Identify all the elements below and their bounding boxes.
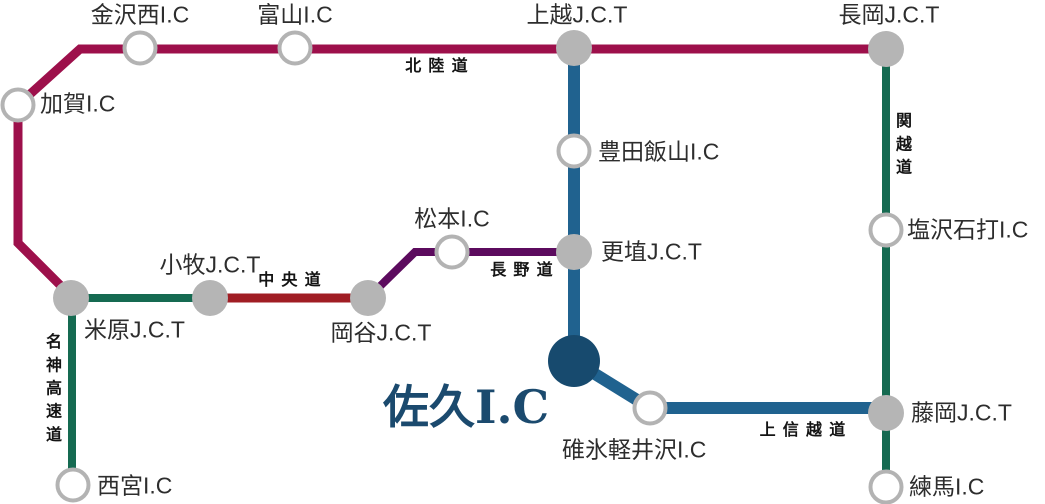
node-matsumoto: [434, 234, 470, 270]
label-fujioka-jct: 藤岡J.C.T: [911, 399, 1012, 426]
node-koshoku-jct: [556, 234, 592, 270]
node-nerima: [868, 469, 904, 504]
joshinetsu-expressway-line: [568, 48, 886, 414]
node-saku-destination: [548, 335, 600, 387]
nagano-expressway-line: [365, 248, 574, 301]
node-kaga: [0, 87, 36, 123]
label-maibara-jct: 米原J.C.T: [84, 316, 185, 343]
label-koshoku-jct: 更埴J.C.T: [601, 238, 702, 265]
label-kanazawa-nishi: 金沢西I.C: [90, 1, 190, 28]
label-kaga: 加賀I.C: [40, 90, 116, 117]
label-okaya-jct: 岡谷J.C.T: [330, 319, 432, 346]
node-maibara-jct: [53, 280, 89, 316]
label-road-joshinetsu: 上信越道: [759, 422, 853, 439]
label-road-meishin: 名神高速道: [43, 333, 60, 449]
label-nishinomiya: 西宮I.C: [97, 472, 173, 499]
label-toyota-iiyama: 豊田飯山I.C: [598, 138, 720, 165]
node-usui-karuizawa: [632, 390, 668, 426]
node-shiozawa-ishiuchi: [868, 212, 904, 248]
label-saku-destination: 佐久I.C: [383, 380, 550, 434]
node-toyama: [277, 30, 313, 66]
label-road-kanetsu: 関越道: [893, 112, 910, 182]
node-fujioka-jct: [868, 395, 904, 431]
node-nagaoka-jct: [868, 31, 904, 67]
label-komaki-jct: 小牧J.C.T: [159, 251, 261, 278]
label-toyama: 富山I.C: [257, 1, 333, 28]
label-road-nagano: 長野道: [490, 262, 560, 279]
node-kanazawa-nishi: [122, 30, 158, 66]
node-joetsu-jct: [556, 30, 592, 66]
label-nerima: 練馬I.C: [909, 473, 985, 500]
node-okaya-jct: [350, 280, 386, 316]
node-nishinomiya: [55, 467, 91, 503]
label-road-chuo: 中央道: [258, 272, 328, 289]
node-komaki-jct: [192, 280, 228, 316]
label-joetsu-jct: 上越J.C.T: [526, 1, 628, 28]
label-shiozawa-ishiuchi: 塩沢石打I.C: [907, 216, 1029, 243]
label-matsumoto: 松本I.C: [414, 205, 490, 232]
node-toyota-iiyama: [556, 133, 592, 169]
label-nagaoka-jct: 長岡J.C.T: [838, 1, 940, 28]
label-usui-karuizawa: 碓氷軽井沢I.C: [562, 436, 707, 463]
label-road-hokuriku: 北陸道: [405, 58, 475, 75]
